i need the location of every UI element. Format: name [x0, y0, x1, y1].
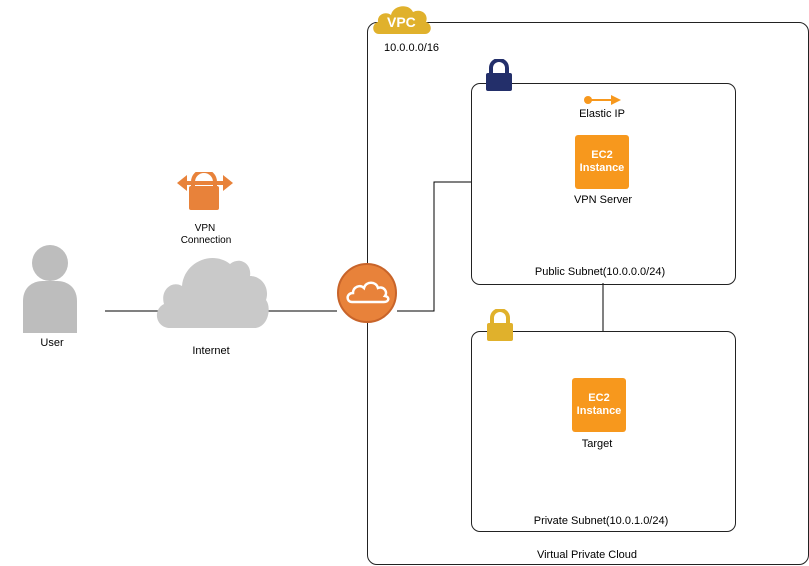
vpc-footer-label: Virtual Private Cloud	[536, 549, 638, 561]
ec2-line2: Instance	[579, 162, 625, 174]
target-label: Target	[581, 438, 613, 450]
vpn-server-label: VPN Server	[573, 194, 633, 206]
elastic-ip-label: Elastic IP	[579, 108, 625, 120]
private-subnet-label: Private Subnet(10.0.1.0/24)	[533, 515, 669, 527]
ec2-instance-target: EC2 Instance	[572, 378, 626, 432]
lock-icon-navy	[486, 59, 512, 91]
internet-cloud-icon	[156, 258, 269, 328]
vpc-cidr: 10.0.0.0/16	[384, 42, 440, 54]
user-label: User	[40, 337, 64, 349]
vpn-connection-icon	[177, 172, 233, 210]
private-subnet-box	[471, 331, 736, 532]
vpn-connection-label-line2: Connection	[180, 235, 232, 246]
ec2-line2: Instance	[576, 405, 622, 417]
vpn-connection-label-line1: VPN	[194, 223, 216, 234]
vpc-badge-label: VPC	[387, 14, 416, 30]
vpn-gateway-icon	[337, 263, 397, 323]
ec2-line1: EC2	[591, 149, 613, 161]
public-subnet-label: Public Subnet(10.0.0.0/24)	[534, 266, 666, 278]
ec2-line1: EC2	[588, 392, 610, 404]
vpc-cloud-icon	[373, 6, 431, 34]
vpc-badge: VPC	[371, 2, 433, 36]
internet-label: Internet	[192, 345, 230, 357]
elastic-ip-icon	[584, 95, 621, 105]
public-subnet-box	[471, 83, 736, 285]
ec2-instance-vpn-server: EC2 Instance	[575, 135, 629, 189]
lock-icon-gold	[487, 309, 513, 341]
user-icon	[23, 245, 77, 333]
